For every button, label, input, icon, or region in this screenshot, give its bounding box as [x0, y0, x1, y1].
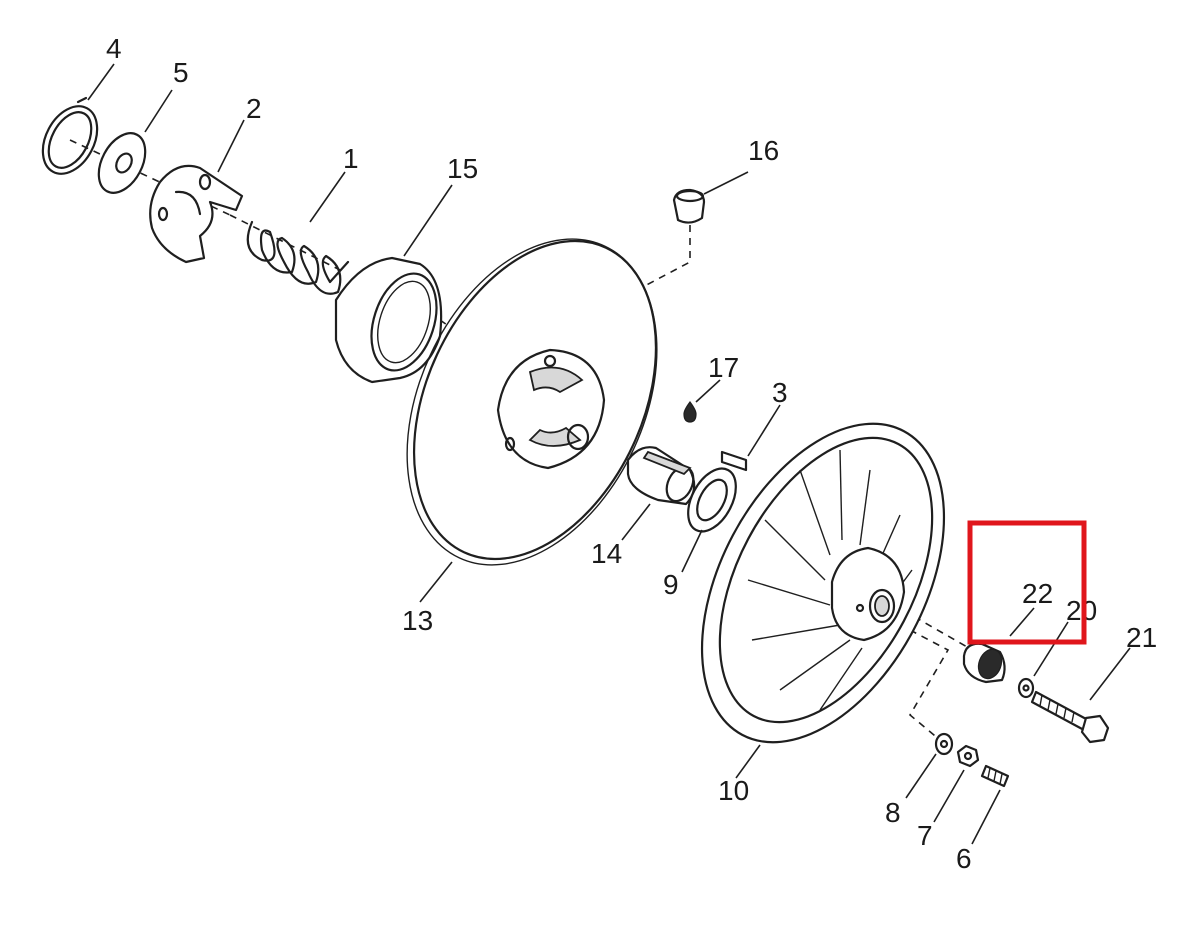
callout-3: 3 — [772, 377, 788, 408]
part-15-ring — [334, 256, 443, 384]
part-13-fixed-sheave — [406, 238, 658, 566]
callout-1: 1 — [343, 143, 359, 174]
callout-17: 17 — [708, 352, 739, 383]
callout-10: 10 — [718, 775, 749, 806]
callout-15: 15 — [447, 153, 478, 184]
part-6-set-screw — [980, 764, 1010, 788]
callout-5: 5 — [173, 57, 189, 88]
callout-9: 9 — [663, 569, 679, 600]
callout-7: 7 — [917, 820, 933, 851]
callout-4: 4 — [106, 33, 122, 64]
part-2-cam — [149, 164, 244, 264]
callout-21: 21 — [1126, 622, 1157, 653]
callout-22: 22 — [1022, 578, 1053, 609]
part-22-spacer — [962, 642, 1006, 684]
part-4-circlip — [41, 96, 99, 175]
part-5-washer — [97, 132, 147, 194]
part-7-nut — [956, 744, 980, 768]
callout-6: 6 — [956, 843, 972, 874]
part-21-bolt — [1030, 690, 1110, 744]
callout-14: 14 — [591, 538, 622, 569]
leader-lines — [87, 63, 1131, 845]
part-17-grease — [683, 400, 697, 423]
part-8-washer — [934, 732, 954, 756]
part-1-spring — [246, 220, 350, 295]
callout-labels: 4 5 2 1 15 16 17 3 14 9 13 22 20 21 10 8… — [106, 33, 1157, 874]
callout-8: 8 — [885, 797, 901, 828]
part-20-washer — [1017, 677, 1035, 699]
callout-16: 16 — [748, 135, 779, 166]
callout-2: 2 — [246, 93, 262, 124]
callout-13: 13 — [402, 605, 433, 636]
part-14-bushing — [626, 446, 696, 506]
part-9-washer — [687, 467, 737, 533]
part-10-movable-sheave — [700, 422, 946, 744]
part-3-key — [720, 450, 748, 472]
part-16-cap — [672, 188, 706, 224]
highlight-box-22 — [967, 520, 1087, 645]
